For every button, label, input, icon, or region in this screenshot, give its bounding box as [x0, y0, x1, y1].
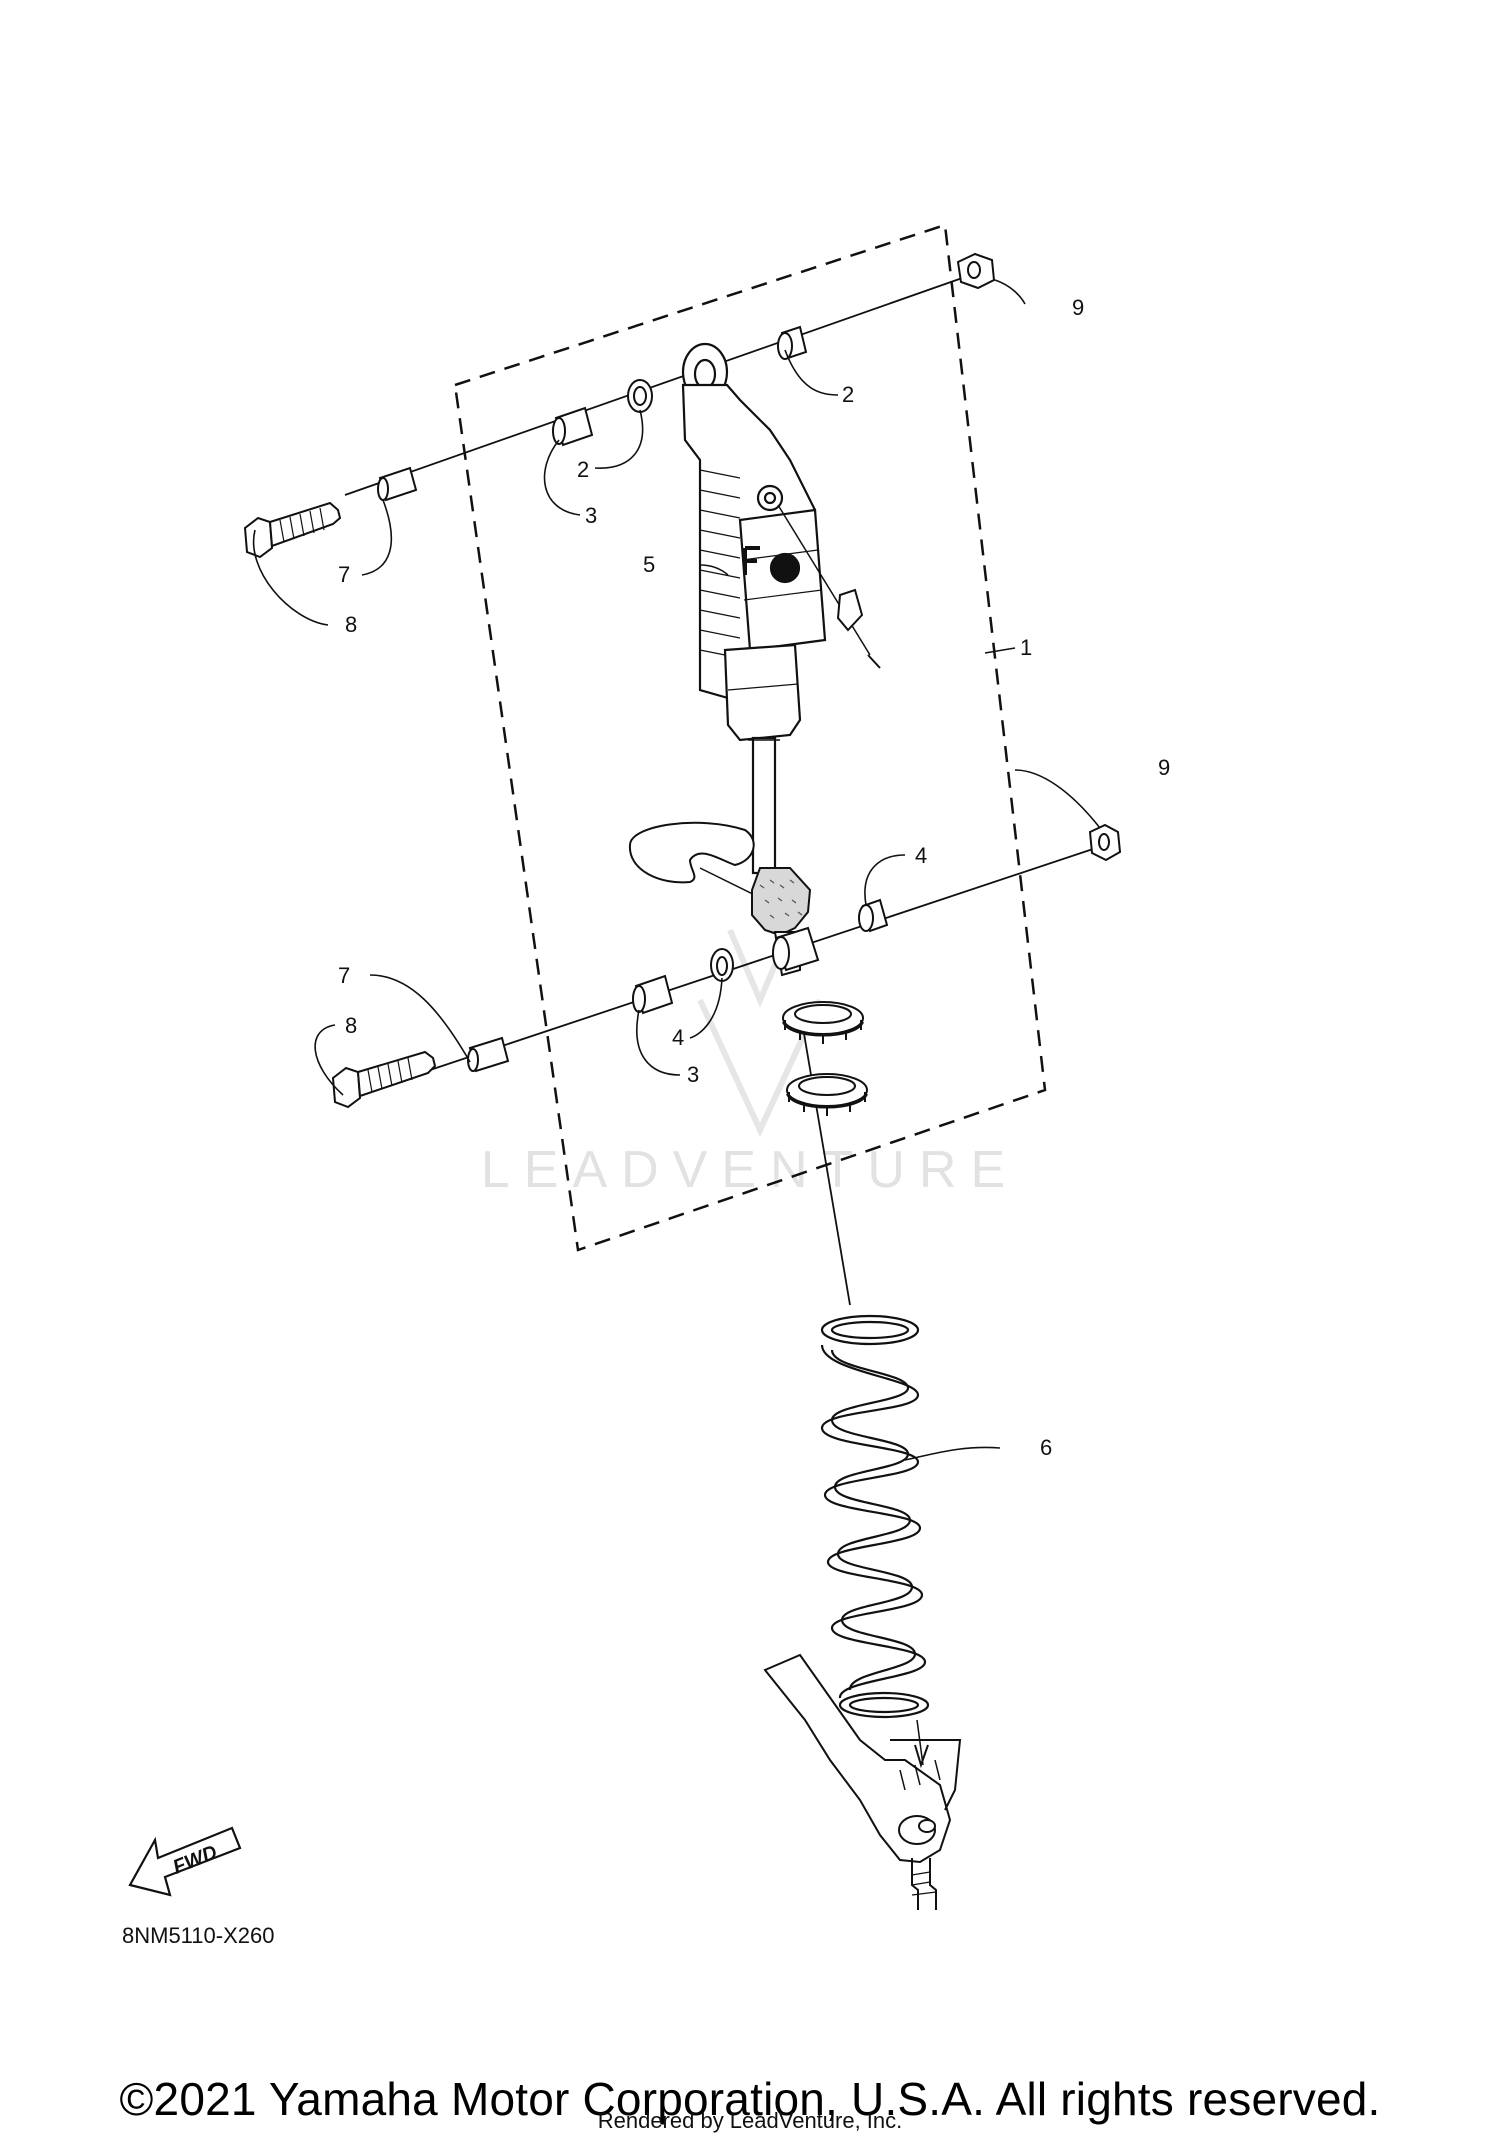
upper-bushing-right — [777, 325, 808, 360]
callout-5: 5 — [643, 552, 655, 577]
callout-2-left: 2 — [577, 457, 589, 482]
bump-stop — [751, 867, 812, 937]
shock-absorber — [681, 342, 827, 875]
callout-7-upper: 7 — [338, 562, 350, 587]
callout-4-right: 4 — [915, 843, 927, 868]
upper-spacer — [552, 406, 594, 447]
spring-adjuster-ring-lower — [786, 1073, 868, 1116]
lower-axis-line — [429, 844, 1106, 1071]
callout-3-lower: 3 — [687, 1062, 699, 1087]
upper-bolt — [243, 501, 342, 559]
coil-spring — [820, 1314, 930, 1719]
lower-spacer — [632, 974, 674, 1015]
callout-2-right: 2 — [842, 382, 854, 407]
lower-arm-mount — [763, 1653, 962, 1910]
lower-bushing-left — [710, 948, 734, 982]
callout-7-lower: 7 — [338, 963, 350, 988]
callout-4-left: 4 — [672, 1025, 684, 1050]
callout-9-upper: 9 — [1072, 295, 1084, 320]
fwd-arrow-icon — [128, 1826, 242, 1897]
callout-9-lower: 9 — [1158, 755, 1170, 780]
upper-bushing-left — [627, 379, 653, 413]
upper-nut — [956, 252, 996, 290]
lower-bushing-right — [858, 898, 889, 933]
lower-nut — [1088, 823, 1122, 862]
lower-bolt — [331, 1050, 437, 1109]
lower-collar — [467, 1036, 510, 1073]
rendered-by-notice: Rendered by LeadVenture, Inc. — [597, 2108, 903, 2133]
watermark-text: LEADVENTURE — [480, 1141, 1020, 1199]
adjuster-clip — [777, 504, 881, 669]
callout-6: 6 — [1040, 1435, 1052, 1460]
copyright-notice: ©2021 Yamaha Motor Corporation, U.S.A. A… — [119, 2073, 1381, 2125]
callout-8-lower: 8 — [345, 1013, 357, 1038]
callout-8-upper: 8 — [345, 612, 357, 637]
callout-3-upper: 3 — [585, 503, 597, 528]
center-axis-line — [799, 1009, 851, 1306]
callout-1: 1 — [1020, 635, 1032, 660]
assembly-boundary — [453, 223, 1047, 1252]
lower-eye — [772, 926, 820, 977]
spring-stopper-plate — [628, 821, 755, 884]
diagram-part-code: 8NM5110-X260 — [122, 1923, 274, 1948]
callout-leaders — [252, 279, 1101, 1461]
upper-collar — [377, 466, 418, 502]
upper-axis-line — [344, 269, 986, 496]
spring-adjuster-ring-upper — [782, 1001, 864, 1044]
